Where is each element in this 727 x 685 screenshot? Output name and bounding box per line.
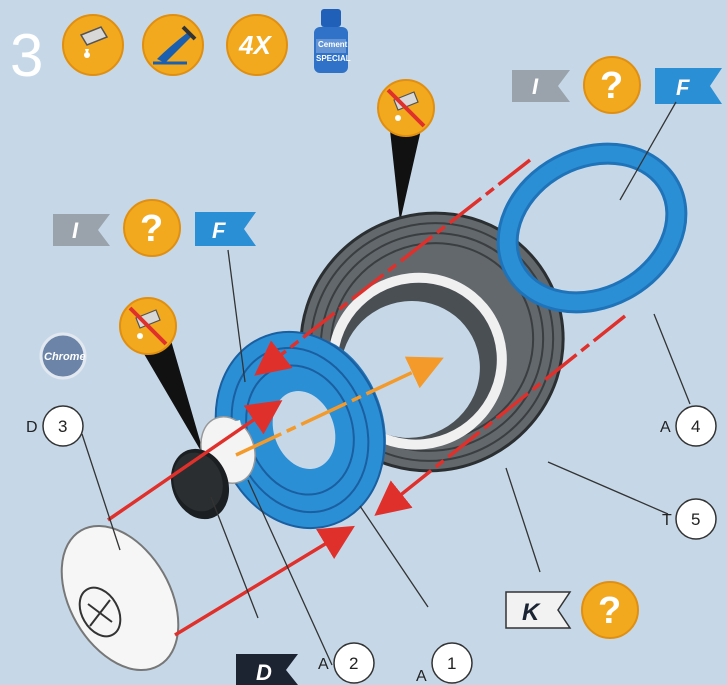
no-glue-icon-top [378,80,434,222]
question-badge-mid-label: ? [140,208,163,250]
flag-d: D [236,654,298,685]
flag-group-top: I ? F [512,57,722,113]
callout-t-5: T 5 [662,499,716,539]
question-badge-bottom: ? [582,582,638,638]
bottle-special-label: SPECIAL [316,54,351,63]
callout-a-4-number: 4 [691,417,700,436]
flag-k-label: K [522,599,541,626]
callout-a-2-letter: A [318,656,329,673]
callout-t-5-number: 5 [691,510,700,529]
flag-i-mid-label: I [72,218,79,243]
flag-d-label: D [256,660,272,685]
flag-group-k: K ? [506,582,638,638]
glue-icon [63,15,123,75]
hubcap-part [38,505,203,685]
cement-bottle-icon: Cement SPECIAL [314,9,351,73]
callout-a-1-number: 1 [447,654,456,673]
question-badge-mid: ? [124,200,180,256]
callout-a-1-letter: A [416,668,427,685]
callout-a-1: A 1 [416,643,472,685]
flag-f-mid: F [195,212,256,246]
flag-f-top-label: F [676,75,690,100]
flag-f-mid-label: F [212,218,226,243]
question-badge-bottom-label: ? [598,590,621,632]
no-glue-icon-mid [120,298,205,458]
flag-i-top-label: I [532,74,539,99]
callout-d-3-letter: D [26,419,38,436]
callout-a-4: A 4 [660,406,716,446]
question-badge-top-label: ? [600,65,623,107]
chrome-badge: Chrome [41,334,86,378]
callout-a-2-number: 2 [349,654,358,673]
flag-group-mid: I ? F [53,200,256,256]
callout-d-3-number: 3 [58,417,67,436]
chrome-badge-label: Chrome [44,351,86,363]
flag-i-top: I [512,70,570,102]
flag-k: K [506,592,570,628]
callout-d-3: D 3 [26,406,83,446]
quantity-4x-badge: 4X [227,15,287,75]
flag-f-top: F [655,68,722,104]
flag-i-mid: I [53,214,110,246]
callout-a-2: A 2 [318,643,374,683]
callout-a-4-letter: A [660,419,671,436]
callout-t-5-letter: T [662,512,672,529]
paint-brush-icon [143,15,203,75]
quantity-4x-label: 4X [238,30,272,60]
bottle-small-label: Cement [318,40,348,49]
arrow-hubcap-to-rim-lower [175,535,340,635]
question-badge-top: ? [584,57,640,113]
step-number: 3 [10,22,43,89]
